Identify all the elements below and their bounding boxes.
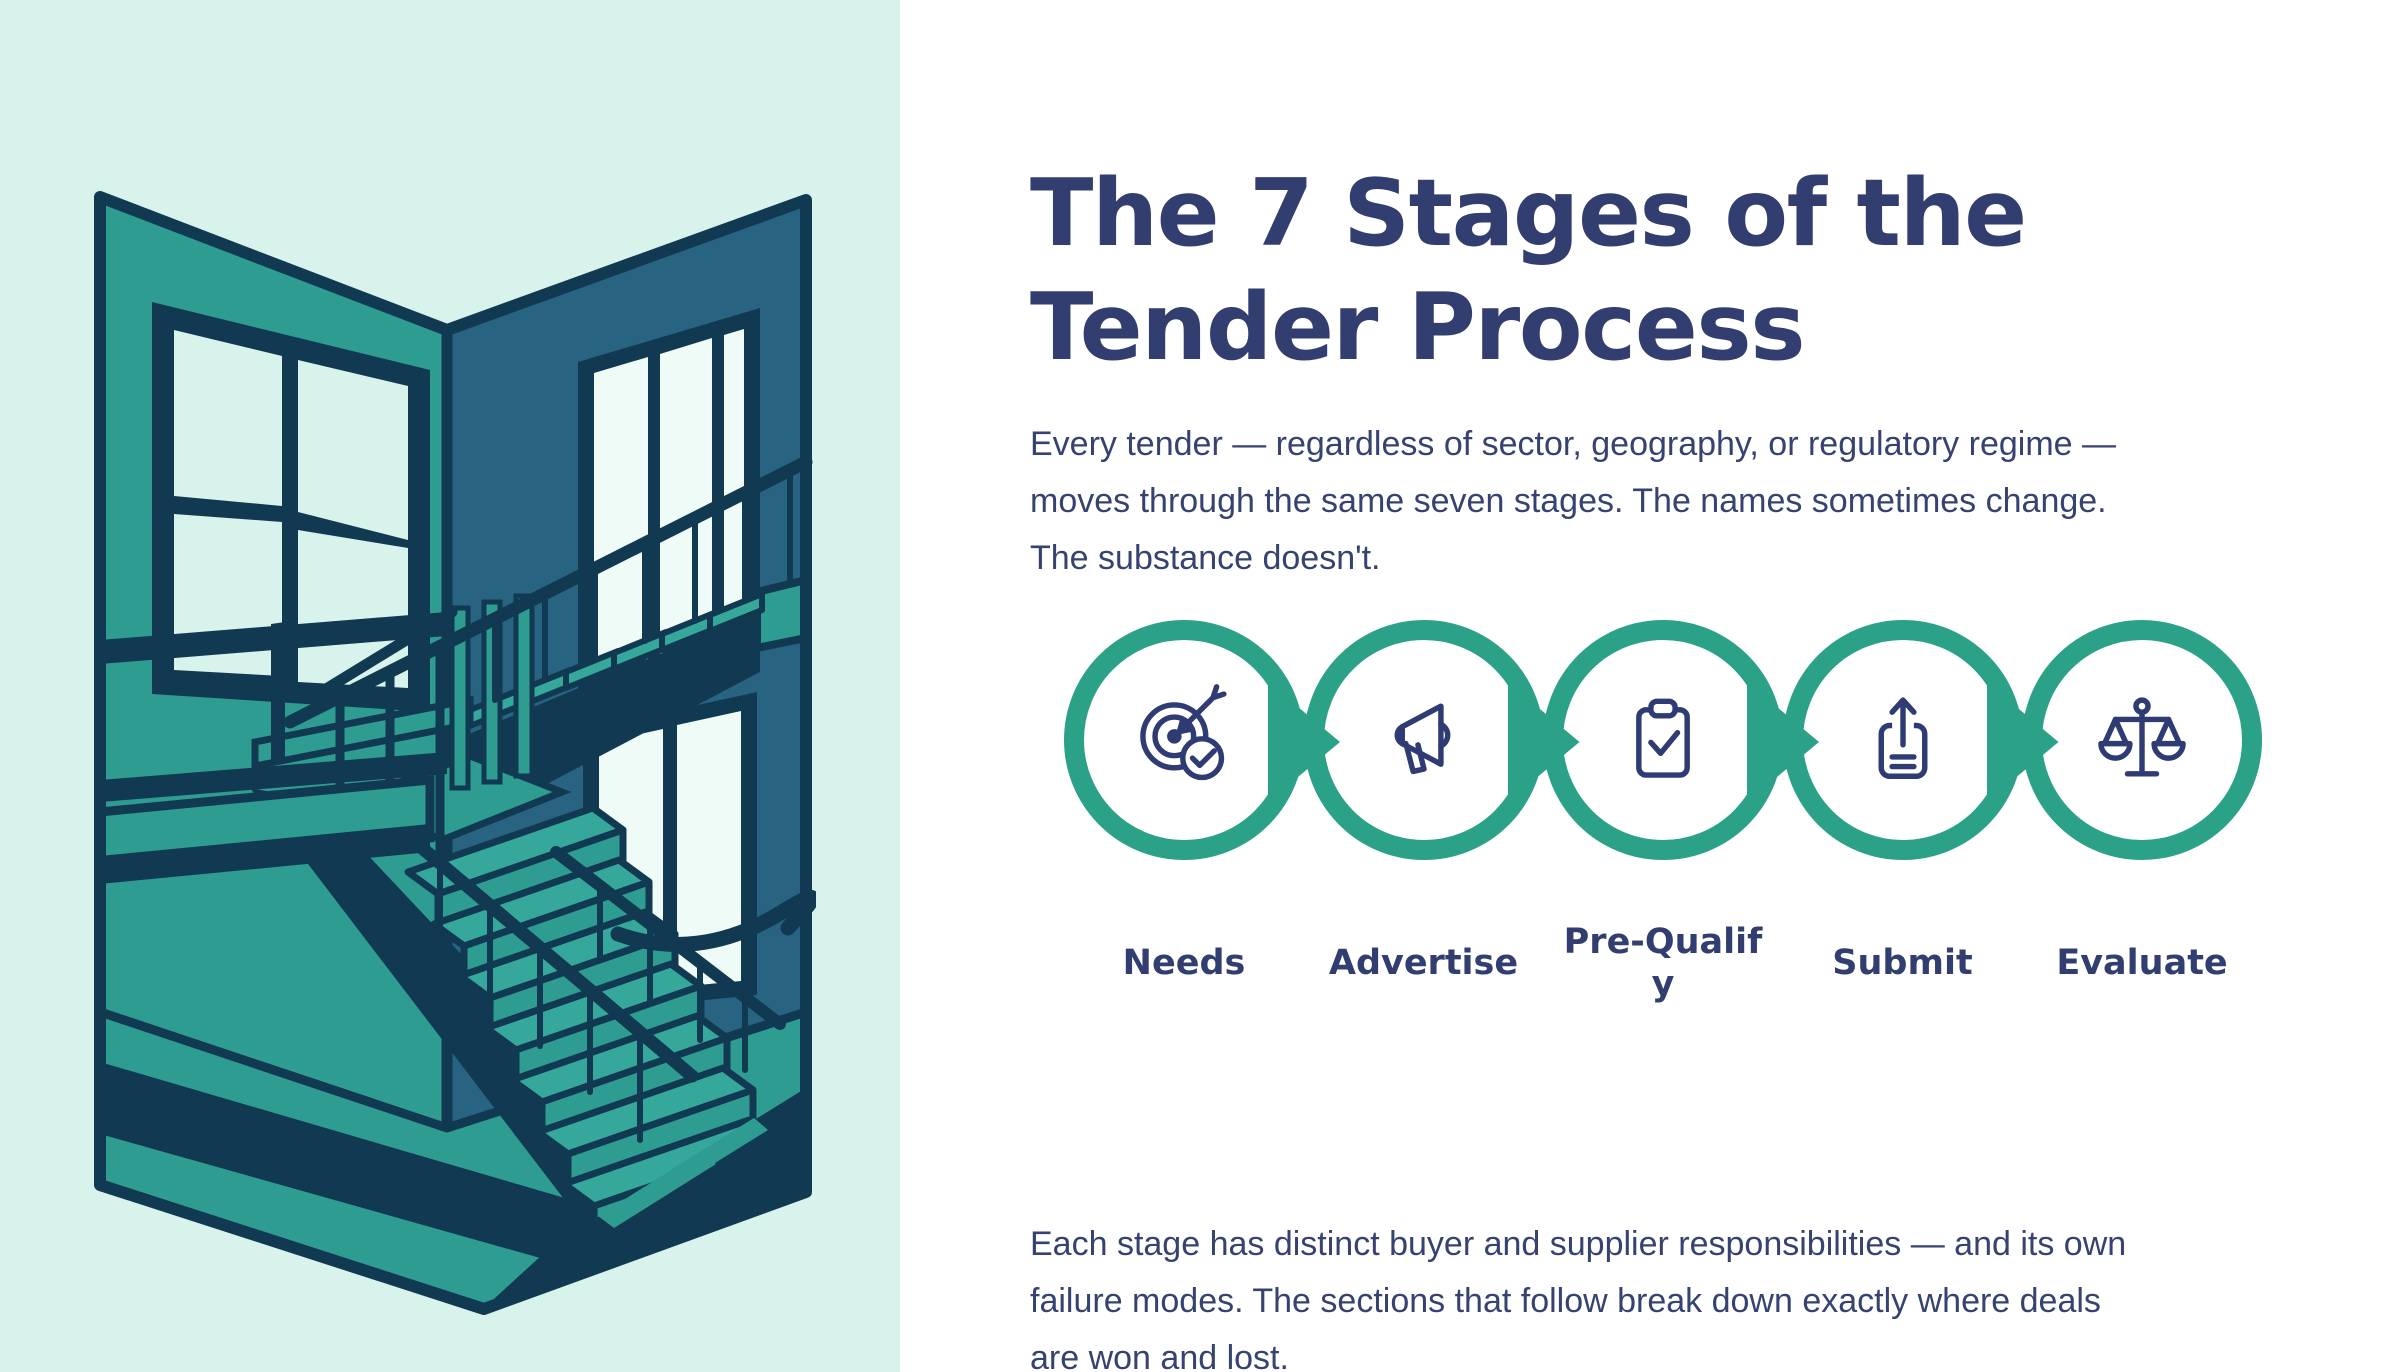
stage-label-submit: Submit bbox=[1832, 943, 1973, 983]
right-upper-window bbox=[578, 308, 760, 690]
left-balustrade bbox=[95, 612, 447, 884]
stage-label-needs: Needs bbox=[1122, 943, 1246, 983]
outro-paragraph: Each stage has distinct buyer and suppli… bbox=[1030, 1225, 2127, 1372]
clipboard-check-icon bbox=[1636, 698, 1690, 778]
silhouette-outline bbox=[94, 191, 812, 1315]
stage-label-evaluate: Evaluate bbox=[2056, 943, 2228, 983]
stage-circle-evaluate bbox=[2022, 620, 2262, 860]
floor-shadow bbox=[100, 1062, 640, 1272]
upload-icon bbox=[1878, 697, 1927, 779]
staircase-illustration bbox=[94, 191, 816, 1315]
left-window bbox=[152, 302, 430, 712]
bottom-right-step bbox=[664, 1118, 768, 1186]
hero-panel bbox=[0, 0, 900, 1372]
target-check-icon bbox=[1140, 684, 1227, 781]
scales-icon bbox=[2098, 697, 2186, 777]
tender-process-diagram: Needs Advertise Pre-Qualify Submit Evalu… bbox=[1030, 600, 2310, 1080]
upper-landing bbox=[753, 574, 810, 653]
page-title: The 7 Stages of the Tender Process bbox=[1030, 159, 2027, 382]
stage-label-prequalify: Pre-Qualify bbox=[1563, 922, 1763, 1004]
megaphone-icon bbox=[1394, 703, 1450, 775]
intro-paragraph: Every tender — regardless of sector, geo… bbox=[1030, 425, 2116, 577]
stage-label-advertise: Advertise bbox=[1328, 943, 1519, 983]
